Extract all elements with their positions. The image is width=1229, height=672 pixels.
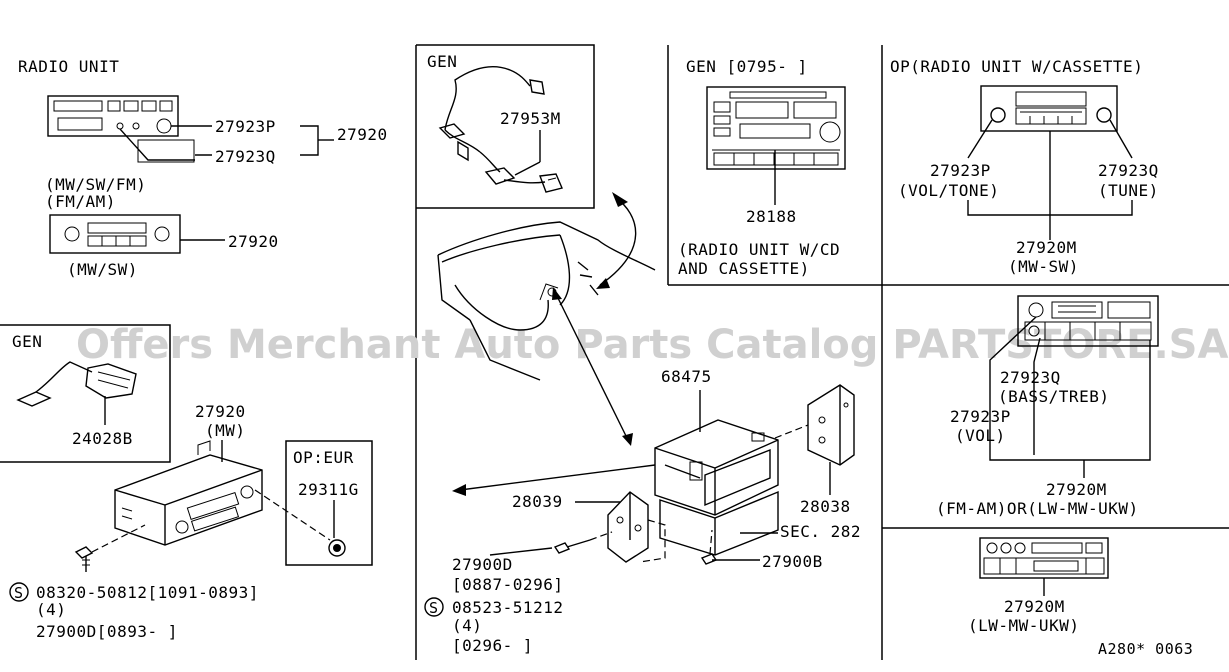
cd-desc-line-2: AND CASSETTE) (678, 259, 810, 278)
bracket-28039-illustration (607, 491, 649, 563)
label-fm-am: (FM/AM) (45, 192, 116, 211)
cassette-radio-illustration (980, 85, 1118, 132)
bolt-b-qty: (4) (452, 616, 482, 635)
radio-chassis-illustration (114, 440, 263, 546)
label-op-eur: OP:EUR (293, 448, 354, 467)
part-29311g: 29311G (298, 480, 359, 499)
part-27900b: 27900B (762, 552, 823, 571)
part-28039: 28039 (512, 492, 563, 511)
gen-harness-center: GEN 27953M (427, 52, 563, 193)
watermark-text: Offers Merchant Auto Parts Catalog PARTS… (76, 322, 1228, 368)
frame-lines (0, 44, 1229, 660)
part-27920-low: 27920 (195, 402, 246, 421)
gen-cd-title: GEN [0795- ] (686, 57, 808, 76)
radio-3band-illustration (1017, 295, 1159, 347)
lower-left-assembly: 27920 (MW) OP:EUR 29311G (9, 402, 359, 641)
label-mw-sw-b: (MW-SW) (1008, 257, 1079, 276)
circle-s-b-text: S (429, 599, 439, 617)
label-mw-sw-fm: (MW/SW/FM) (45, 175, 146, 194)
label-sec-282: SEC. 282 (780, 522, 861, 541)
circle-s-a: S (9, 582, 29, 602)
label-bass-treb: (BASS/TREB) (998, 387, 1109, 406)
radio-unit-mw-sw-illustration (49, 214, 181, 254)
cassette-radio-section: OP(RADIO UNIT W/CASSETTE) 27923P (VOL/TO… (890, 57, 1159, 276)
part-24028b: 24028B (72, 429, 133, 448)
part-27900d-a: 27900D[0893- ] (36, 622, 178, 641)
radio-unit-section: RADIO UNIT 27923P 27923Q 27920 (MW/SW/FM… (18, 57, 388, 279)
bolt-a-qty: (4) (36, 600, 66, 619)
label-vol: (VOL) (955, 426, 1006, 445)
part-27923p-b: 27923P (950, 407, 1011, 426)
op-cassette-title: OP(RADIO UNIT W/CASSETTE) (890, 57, 1143, 76)
bolt-b-part-number: 08523-51212 (452, 598, 563, 617)
dashboard-illustration (437, 221, 656, 381)
range-0296: [0296- ] (452, 636, 533, 655)
radio-lw-illustration (979, 537, 1109, 579)
part-27920m-c: 27920M (1004, 597, 1065, 616)
part-27923q-right: 27923Q (1098, 161, 1159, 180)
radio-lw-section: 27920M (LW-MW-UKW) (968, 537, 1109, 635)
part-27920m-a: 27920M (1016, 238, 1077, 257)
part-27923p-top: 27923P (215, 117, 276, 136)
bracket-28038-illustration (807, 384, 855, 466)
radio-unit-illustration (47, 95, 179, 137)
label-fm-am-lw: (FM-AM)OR(LW-MW-UKW) (936, 499, 1139, 518)
label-vol-tone: (VOL/TONE) (898, 181, 999, 200)
cd-desc-line-1: (RADIO UNIT W/CD (678, 240, 840, 259)
part-27920m-b: 27920M (1046, 480, 1107, 499)
gen-center-title: GEN (427, 52, 457, 71)
part-27920-mid: 27920 (228, 232, 279, 251)
bolt-a-part-number: 08320-50812[1091-0893] (36, 583, 259, 602)
part-27923q-top: 27923Q (215, 147, 276, 166)
radio-3band-section: 27923Q (BASS/TREB) 27923P (VOL) 27920M (… (936, 295, 1159, 518)
part-27953m: 27953M (500, 109, 561, 128)
label-lw-mw-ukw: (LW-MW-UKW) (968, 616, 1079, 635)
bolt-a-illustration (74, 546, 94, 572)
part-28188: 28188 (746, 207, 797, 226)
part-27920-top: 27920 (337, 125, 388, 144)
label-mw: (MW) (205, 421, 246, 440)
range-0887-0296: [0887-0296] (452, 575, 563, 594)
label-mw-sw: (MW/SW) (67, 260, 138, 279)
gen-harness-left: GEN 24028B (12, 332, 137, 448)
cd-radio-illustration (706, 86, 846, 170)
radio-unit-title: RADIO UNIT (18, 57, 119, 76)
circle-s-a-text: S (14, 584, 24, 602)
part-28038: 28038 (800, 497, 851, 516)
footer-code: A280* 0063 (1098, 640, 1193, 658)
part-27900d-b: 27900D (452, 555, 513, 574)
circle-s-b: S (424, 597, 444, 617)
part-27923q-b: 27923Q (1000, 368, 1061, 387)
label-tune: (TUNE) (1098, 181, 1159, 200)
screw-27900d-b-illustration (553, 539, 591, 554)
screw-27900b-illustration (700, 553, 760, 565)
center-assembly: 68475 28038 28039 SEC. 282 27900D (424, 192, 861, 655)
gen-left-title: GEN (12, 332, 42, 351)
cd-radio-section: GEN [0795- ] 28188 (RADIO UNIT W/CD AND … (678, 57, 846, 278)
part-68475: 68475 (661, 367, 712, 386)
knob-illustration (328, 539, 346, 557)
part-27923p-right: 27923P (930, 161, 991, 180)
housing-68475-illustration (654, 419, 779, 556)
